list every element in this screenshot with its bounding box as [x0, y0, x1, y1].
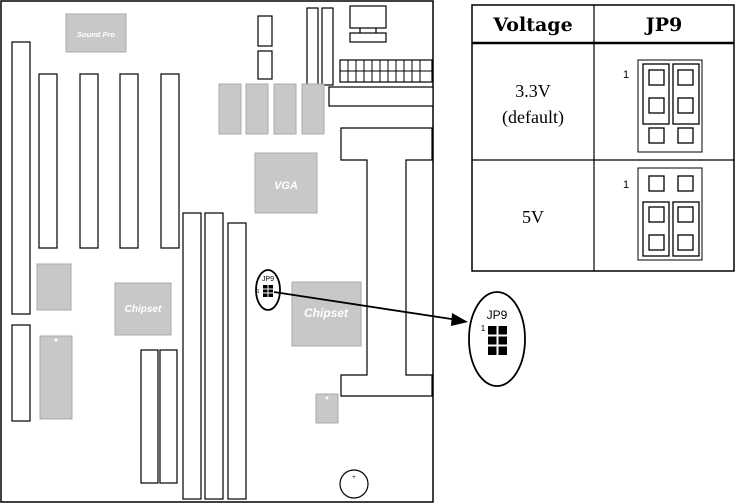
io-chip [36, 263, 72, 311]
row1-pin-3b [677, 127, 694, 144]
table-header-voltage: Voltage [492, 14, 572, 36]
row2-voltage: 5V [522, 207, 544, 227]
ide-connector-2 [159, 349, 178, 484]
pci-slot-4 [160, 73, 180, 249]
vga-chip-label: VGA [274, 180, 298, 192]
jp9-callout-pins [488, 326, 507, 355]
pci-slot-3 [119, 73, 139, 249]
row2-pin-3a [648, 234, 665, 251]
isa-slot-left [11, 41, 31, 315]
regulator-chip-3 [273, 83, 297, 135]
row1-pin-3a [648, 127, 665, 144]
ide-connector-1 [140, 349, 159, 484]
cpu-fan-connector [349, 5, 387, 43]
row2-pin-2b [677, 206, 694, 223]
dimm-slot-2 [204, 212, 224, 500]
motherboard: Sound Pro Chipset [0, 0, 434, 503]
row1-pin-1a [648, 69, 665, 86]
battery [339, 469, 369, 499]
jp9-board-pins [263, 285, 273, 297]
chipset-large [291, 281, 362, 347]
row1-pin-one: 1 [623, 69, 629, 81]
row1-cap-left [642, 63, 670, 125]
jp9-board-marker: JP9 1 [255, 269, 281, 311]
row2-pin-1b [677, 175, 694, 192]
small-chip-notch [325, 396, 329, 400]
chipset-large-label: Chipset [304, 306, 349, 320]
bios-chip [39, 335, 73, 420]
row2-pin-1a [648, 175, 665, 192]
row1-jumper-diagram [637, 59, 703, 153]
top-connector-1 [306, 7, 319, 86]
connector-left [11, 324, 31, 422]
jumper-block-top-1 [257, 15, 273, 47]
row1-pin-2a [648, 97, 665, 114]
jumper-table: Voltage JP9 3.3V (default) 1 5V 1 [471, 4, 735, 272]
row1-pin-1b [677, 69, 694, 86]
chipset-small-label: Chipset [125, 304, 162, 315]
row1-pin-2b [677, 97, 694, 114]
vga-chip [254, 152, 318, 214]
dimm-slot-3 [227, 222, 247, 500]
pci-slot-1 [38, 73, 58, 249]
row2-pin-2a [648, 206, 665, 223]
top-connector-2 [321, 7, 334, 86]
bios-chip-notch [54, 338, 58, 342]
regulator-chip-2 [245, 83, 269, 135]
atx-power-connector [339, 59, 433, 83]
jp9-board-label: JP9 [262, 276, 274, 283]
row1-voltage-line2: (default) [502, 107, 564, 128]
dimm-slot-1 [182, 212, 202, 500]
table-header-jp9: JP9 [644, 14, 683, 36]
battery-plus-symbol: + [352, 475, 356, 481]
sound-chip-label: Sound Pro [77, 30, 115, 39]
pci-slot-2 [79, 73, 99, 249]
jp9-board-pin-one: 1 [256, 289, 259, 295]
floppy-connector [328, 86, 434, 107]
jumper-block-top-2 [257, 50, 273, 80]
row2-jumper-diagram [637, 167, 703, 261]
jp9-callout: JP9 1 [468, 291, 526, 387]
chipset-small [114, 282, 172, 336]
regulator-chip-4 [301, 83, 325, 135]
row1-voltage-line1: 3.3V [515, 81, 551, 101]
regulator-chip-1 [218, 83, 242, 135]
callout-arrow [273, 291, 468, 326]
small-chip-lower [315, 393, 339, 424]
row2-pin-3b [677, 234, 694, 251]
jp9-callout-pin-one: 1 [481, 324, 486, 333]
jp9-callout-label: JP9 [487, 308, 508, 322]
sound-chip [65, 13, 127, 53]
row2-pin-one: 1 [623, 179, 629, 191]
cpu-socket [340, 127, 433, 397]
